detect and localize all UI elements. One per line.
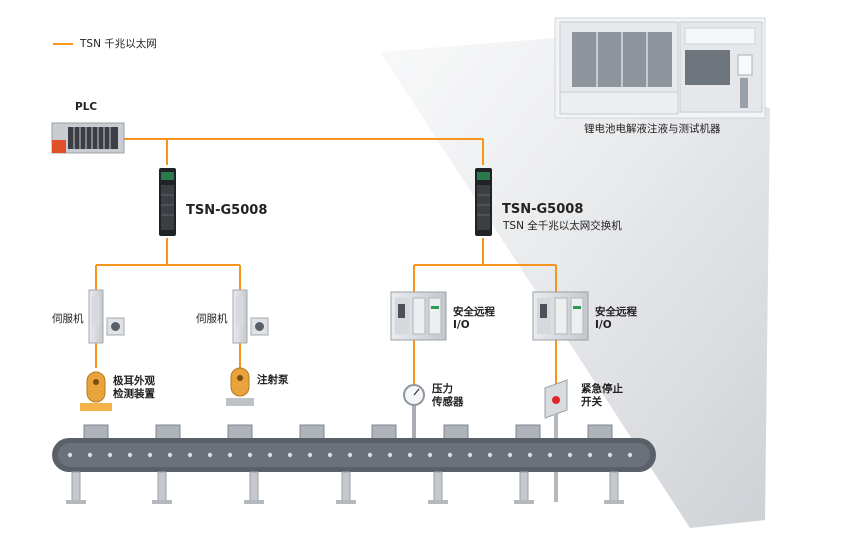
remote-io-1-label: 安全远程 I/O (453, 306, 495, 331)
conveyor-belt (52, 424, 656, 504)
electrolyte-filling-machine-image (554, 17, 766, 119)
pressure-sensor-device (403, 384, 425, 440)
conveyor-products (83, 424, 613, 440)
injection-pump-device (226, 367, 254, 406)
projection-beam (380, 38, 770, 528)
servo-2-device-label: 注射泵 (257, 374, 289, 386)
tab-inspection-device (80, 371, 112, 411)
remote-io-2-label: 安全远程 I/O (595, 306, 637, 331)
remote-io-2 (532, 291, 589, 341)
machine-label: 锂电池电解液注液与测试机器 (584, 123, 721, 135)
servo-drive-1 (88, 289, 125, 344)
pressure-sensor-label: 压力 传感器 (432, 383, 464, 408)
switch-device-2 (475, 168, 492, 236)
switch-2-subtitle: TSN 全千兆以太网交换机 (503, 220, 622, 232)
plc-label: PLC (75, 101, 98, 113)
emergency-stop-label: 紧急停止 开关 (581, 383, 623, 408)
remote-io-1 (390, 291, 447, 341)
servo-1-device-label: 极耳外观 检测装置 (113, 375, 155, 400)
servo-drive-2 (232, 289, 269, 344)
plc-device (51, 122, 125, 154)
switch-device-1 (159, 168, 176, 236)
servo-2-label: 伺服机 (196, 313, 228, 325)
tsn-links (95, 138, 557, 385)
legend-label: TSN 千兆以太网 (80, 38, 157, 50)
switch-1-model: TSN-G5008 (186, 203, 268, 218)
switch-2-model: TSN-G5008 (502, 202, 584, 217)
servo-1-label: 伺服机 (52, 313, 84, 325)
